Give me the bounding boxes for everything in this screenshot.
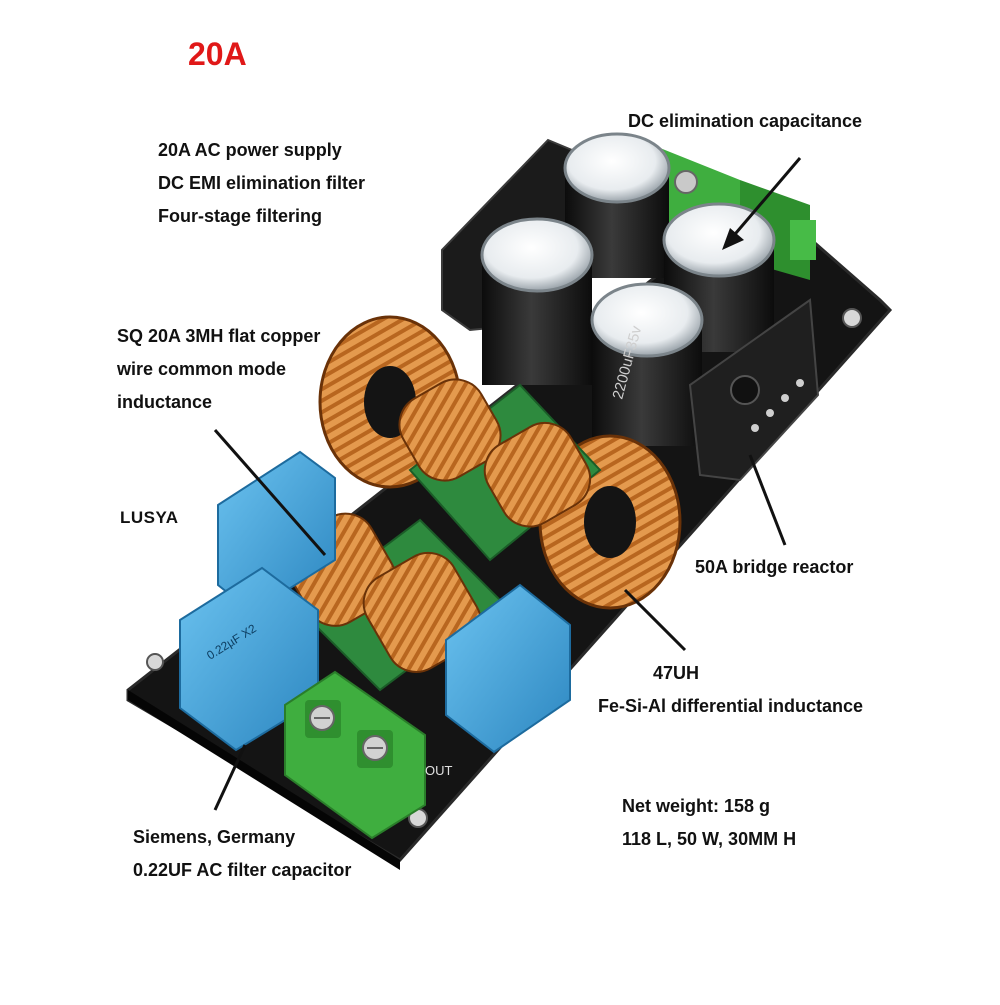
terminal-silkscreen: OUT	[425, 763, 453, 778]
pin	[766, 409, 774, 417]
arrow-common-mode	[213, 429, 327, 556]
arrow-x2-cap	[213, 744, 247, 811]
callout-dc-cap: DC elimination capacitance	[628, 111, 863, 131]
x2-capacitor	[217, 450, 336, 614]
arrowhead-icon	[722, 228, 744, 250]
mounting-hole	[842, 308, 862, 328]
mounting-hole	[146, 653, 164, 671]
electrolytic-capacitor	[480, 217, 594, 385]
arrow-differential	[623, 588, 687, 652]
brand-label: LUSYA	[120, 508, 179, 527]
pin	[781, 394, 789, 402]
feature-line: Four-stage filtering	[158, 206, 323, 226]
callout-common-mode: SQ 20A 3MH flat copper wire common mode …	[117, 326, 321, 412]
callout-bridge: 50A bridge reactor	[695, 557, 854, 577]
callout-differential: 47UH Fe-Si-Al differential inductance	[598, 663, 864, 716]
feature-line: 20A AC power supply	[158, 140, 342, 160]
common-mode-coil	[483, 422, 592, 528]
feature-list: 20A AC power supply DC EMI elimination f…	[158, 134, 365, 233]
electrolytic-capacitor	[590, 282, 704, 446]
feature-line: DC EMI elimination filter	[158, 173, 366, 193]
common-mode-coil	[398, 378, 502, 482]
pin	[796, 379, 804, 387]
annotation-arrows	[213, 157, 802, 811]
arrow-dc-cap	[728, 157, 802, 241]
output-terminal-block	[284, 670, 426, 840]
callout-x2-cap: Siemens, Germany 0.22UF AC filter capaci…	[133, 827, 352, 880]
arrow-bridge	[748, 454, 787, 546]
x2-capacitor	[445, 583, 571, 754]
pcb-edge	[128, 690, 400, 870]
specs-block: Net weight: 158 g 118 L, 50 W, 30MM H	[622, 796, 797, 849]
pin	[751, 424, 759, 432]
headline: 20A	[188, 36, 247, 72]
